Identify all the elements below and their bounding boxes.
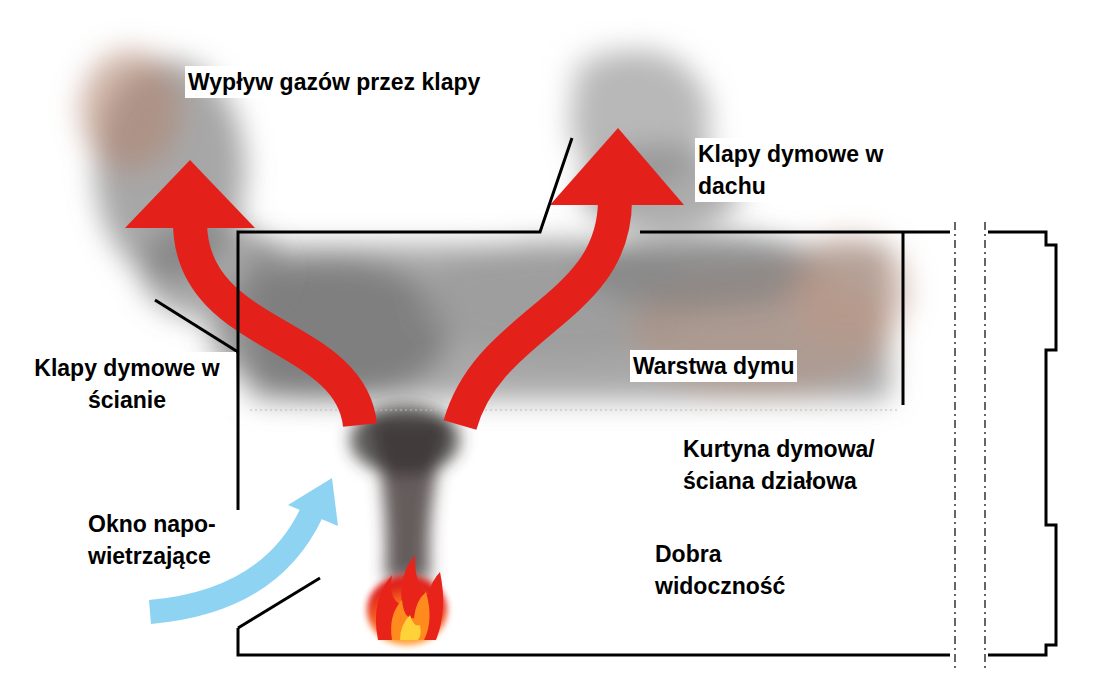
red-arrow-head — [125, 160, 255, 228]
smoke-plume — [350, 405, 460, 580]
outflow-label: Wypływ gazów przez klapy — [185, 66, 483, 98]
break-line — [954, 222, 955, 668]
fire — [367, 555, 447, 645]
smoke-layer-label: Warstwa dymu — [630, 350, 797, 382]
visibility-label: Dobra widoczność — [652, 538, 828, 602]
wall-flap — [155, 300, 238, 352]
blue-arrow-head — [288, 478, 338, 526]
smoke-curtain — [902, 232, 905, 405]
building-right-part — [988, 232, 1056, 655]
roof-with-flap — [238, 138, 572, 352]
wall-flap-label: Klapy dymowe w ścianie — [18, 352, 236, 416]
wall-floor — [238, 628, 950, 655]
wall — [237, 352, 240, 510]
window-flap — [238, 578, 320, 628]
flame — [400, 615, 421, 640]
smoke-cloud — [570, 50, 650, 110]
break-line — [984, 222, 985, 668]
break-lines — [955, 222, 985, 668]
red-arrow-body — [460, 200, 615, 425]
building-outline — [155, 138, 1056, 655]
inlet-window-label: Okno napo- wietrzające — [85, 508, 236, 572]
roof-flap-label: Klapy dymowe w dachu — [695, 138, 906, 202]
flame — [376, 555, 443, 640]
curtain-label: Kurtyna dymowa/ ściana działowa — [680, 433, 921, 497]
flame — [391, 592, 429, 640]
smoke-cloud — [80, 50, 180, 170]
smoke-cloud — [790, 235, 910, 345]
